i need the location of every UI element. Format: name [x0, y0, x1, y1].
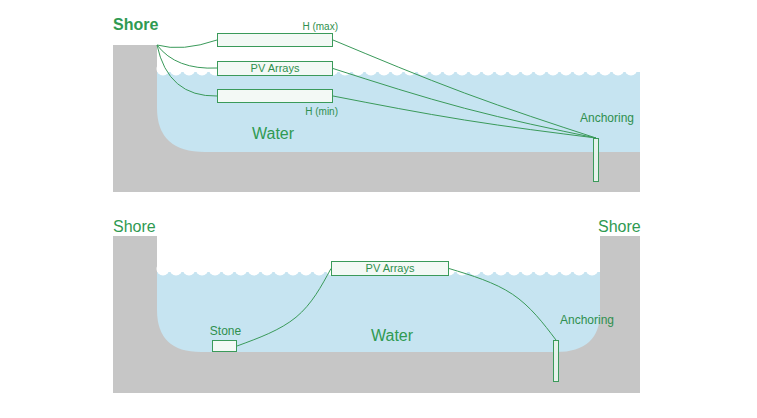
wave-crest [196, 263, 209, 276]
wave-crest [274, 263, 287, 276]
stone-block: Stone [212, 340, 237, 352]
wave-crest [261, 263, 274, 276]
ground [113, 272, 640, 393]
shore-block [113, 236, 157, 273]
mooring-line [333, 69, 596, 139]
wave-crest [443, 63, 456, 76]
mooring-line [333, 40, 596, 138]
wave-crest [378, 63, 391, 76]
wave-crest [573, 63, 586, 76]
wave-crest [313, 263, 326, 276]
wave-crest [209, 263, 222, 276]
anchor-post: Anchoring [593, 138, 599, 182]
wave-crest [547, 263, 560, 276]
wave-crest [482, 263, 495, 276]
wave-crest [469, 63, 482, 76]
ground [113, 72, 640, 192]
wave-crest [170, 263, 183, 276]
water-label: Water [252, 125, 294, 143]
wave-crest [352, 63, 365, 76]
wave-crest [534, 263, 547, 276]
wave-crest [157, 263, 170, 276]
wave-crest [495, 63, 508, 76]
wave-crest [365, 63, 378, 76]
mooring-line [449, 269, 556, 341]
wave-crest [573, 263, 586, 276]
wave-crest [222, 263, 235, 276]
wave-crest [586, 63, 599, 76]
wave-crest [508, 63, 521, 76]
shore-block [113, 45, 157, 73]
shore-label: Shore [113, 16, 158, 34]
wave-crest [612, 63, 625, 76]
wave-crest [534, 63, 547, 76]
wave-crest [456, 63, 469, 76]
shore-label: Shore [598, 218, 641, 236]
mooring-line [157, 45, 217, 68]
wave-crest [417, 63, 430, 76]
level-label: H (min) [305, 105, 338, 118]
shore-label: Shore [113, 218, 156, 236]
water-label: Water [371, 327, 413, 345]
wave-crest [196, 63, 209, 76]
box-label: PV Arrays [251, 62, 300, 75]
anchor-label: Anchoring [580, 111, 634, 125]
wave-crest [521, 63, 534, 76]
wave-crest [300, 263, 313, 276]
level-label: H (max) [302, 20, 338, 33]
wave-crest [469, 263, 482, 276]
anchor-post: Anchoring [553, 340, 559, 382]
wave-crest [482, 63, 495, 76]
mooring-line [237, 269, 331, 347]
wave-crest [521, 263, 534, 276]
pv-array-box: H (max) [217, 33, 333, 47]
wave-crest [560, 63, 573, 76]
pv-array-box: PV Arrays [331, 261, 449, 276]
wave-crest [599, 63, 612, 76]
wave-crest [508, 263, 521, 276]
anchor-label: Anchoring [560, 313, 614, 327]
mooring-line [157, 40, 217, 48]
wave-crest [625, 63, 638, 76]
pv-array-box: PV Arrays [217, 61, 333, 76]
mooring-line [333, 96, 596, 138]
box-label: PV Arrays [366, 262, 415, 275]
wave-crest [183, 263, 196, 276]
water-body [157, 72, 640, 152]
wave-crest [547, 63, 560, 76]
shore-block [600, 236, 640, 273]
wave-crest [248, 263, 261, 276]
wave-crest [430, 63, 443, 76]
pv-array-box: H (min) [217, 89, 333, 103]
wave-crest [235, 263, 248, 276]
wave-crest [495, 263, 508, 276]
wave-crest [586, 263, 599, 276]
wave-crest [287, 263, 300, 276]
mooring-line [157, 45, 217, 96]
wave-crest [560, 263, 573, 276]
waves [157, 263, 599, 276]
wave-crest [170, 63, 183, 76]
level-label: Stone [210, 324, 241, 338]
